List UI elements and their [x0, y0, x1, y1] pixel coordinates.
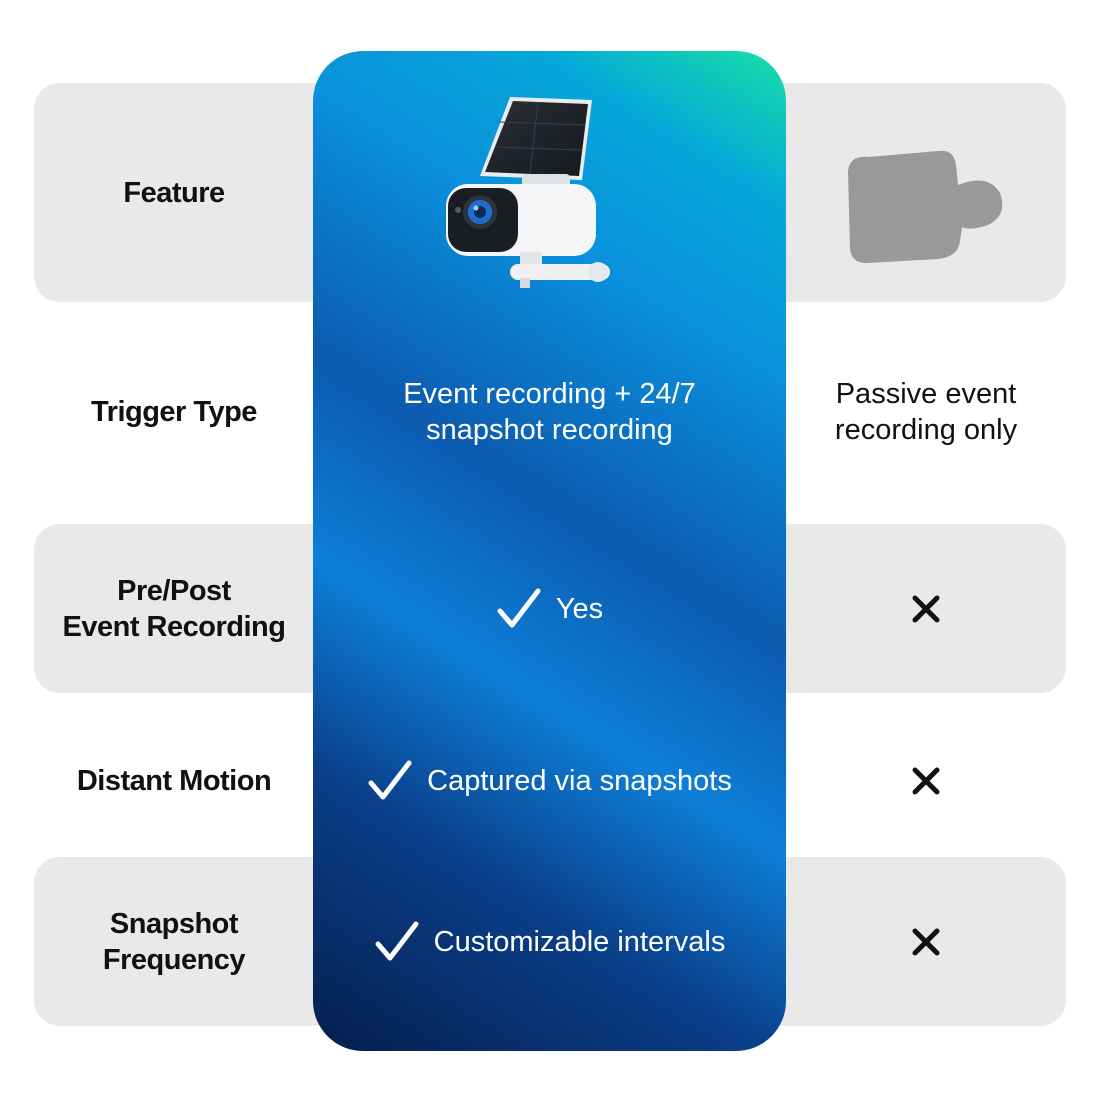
feature-label-text: Trigger Type: [91, 396, 257, 428]
feature-label-text: Feature: [123, 176, 225, 209]
product-distant-motion: Captured via snapshots: [313, 700, 786, 862]
feature-label-text: Snapshot Frequency: [102, 907, 246, 976]
feature-label-snapshot-frequency: Snapshot Frequency: [34, 857, 314, 1026]
product-snapshot-frequency: Customizable intervals: [313, 857, 786, 1026]
product-pre-post-text: Yes: [555, 592, 604, 625]
product-distant-motion-text: Captured via snapshots: [427, 765, 732, 797]
feature-label-text: Distant Motion: [76, 765, 272, 797]
solar-camera-image: [446, 97, 610, 288]
feature-label-header: Feature: [34, 83, 314, 302]
product-snapshot-frequency-text: Customizable intervals: [433, 925, 726, 958]
product-trigger-type: Event recording + 24/7 snapshot recordin…: [313, 330, 786, 494]
competitor-trigger-type-text: Passive event recording only: [834, 378, 1018, 446]
feature-label-text: Pre/Post Event Recording: [62, 574, 286, 643]
competitor-distant-motion: [786, 700, 1066, 862]
generic-camera-silhouette: [848, 150, 1003, 264]
feature-label-trigger-type: Trigger Type: [34, 330, 314, 494]
product-trigger-type-text: Event recording + 24/7 snapshot recordin…: [403, 378, 696, 446]
product-pre-post: Yes: [313, 524, 786, 693]
competitor-snapshot-frequency: [786, 857, 1066, 1026]
x-mark-icon: [912, 767, 940, 795]
x-mark-icon: [912, 928, 940, 955]
feature-label-distant-motion: Distant Motion: [34, 700, 314, 862]
competitor-trigger-type: Passive event recording only: [786, 330, 1066, 494]
x-mark-icon: [912, 595, 940, 622]
check-icon: [497, 588, 541, 627]
feature-label-pre-post: Pre/Post Event Recording: [34, 524, 314, 693]
check-icon: [375, 921, 419, 960]
check-icon: [368, 760, 412, 800]
competitor-pre-post: [786, 524, 1066, 693]
